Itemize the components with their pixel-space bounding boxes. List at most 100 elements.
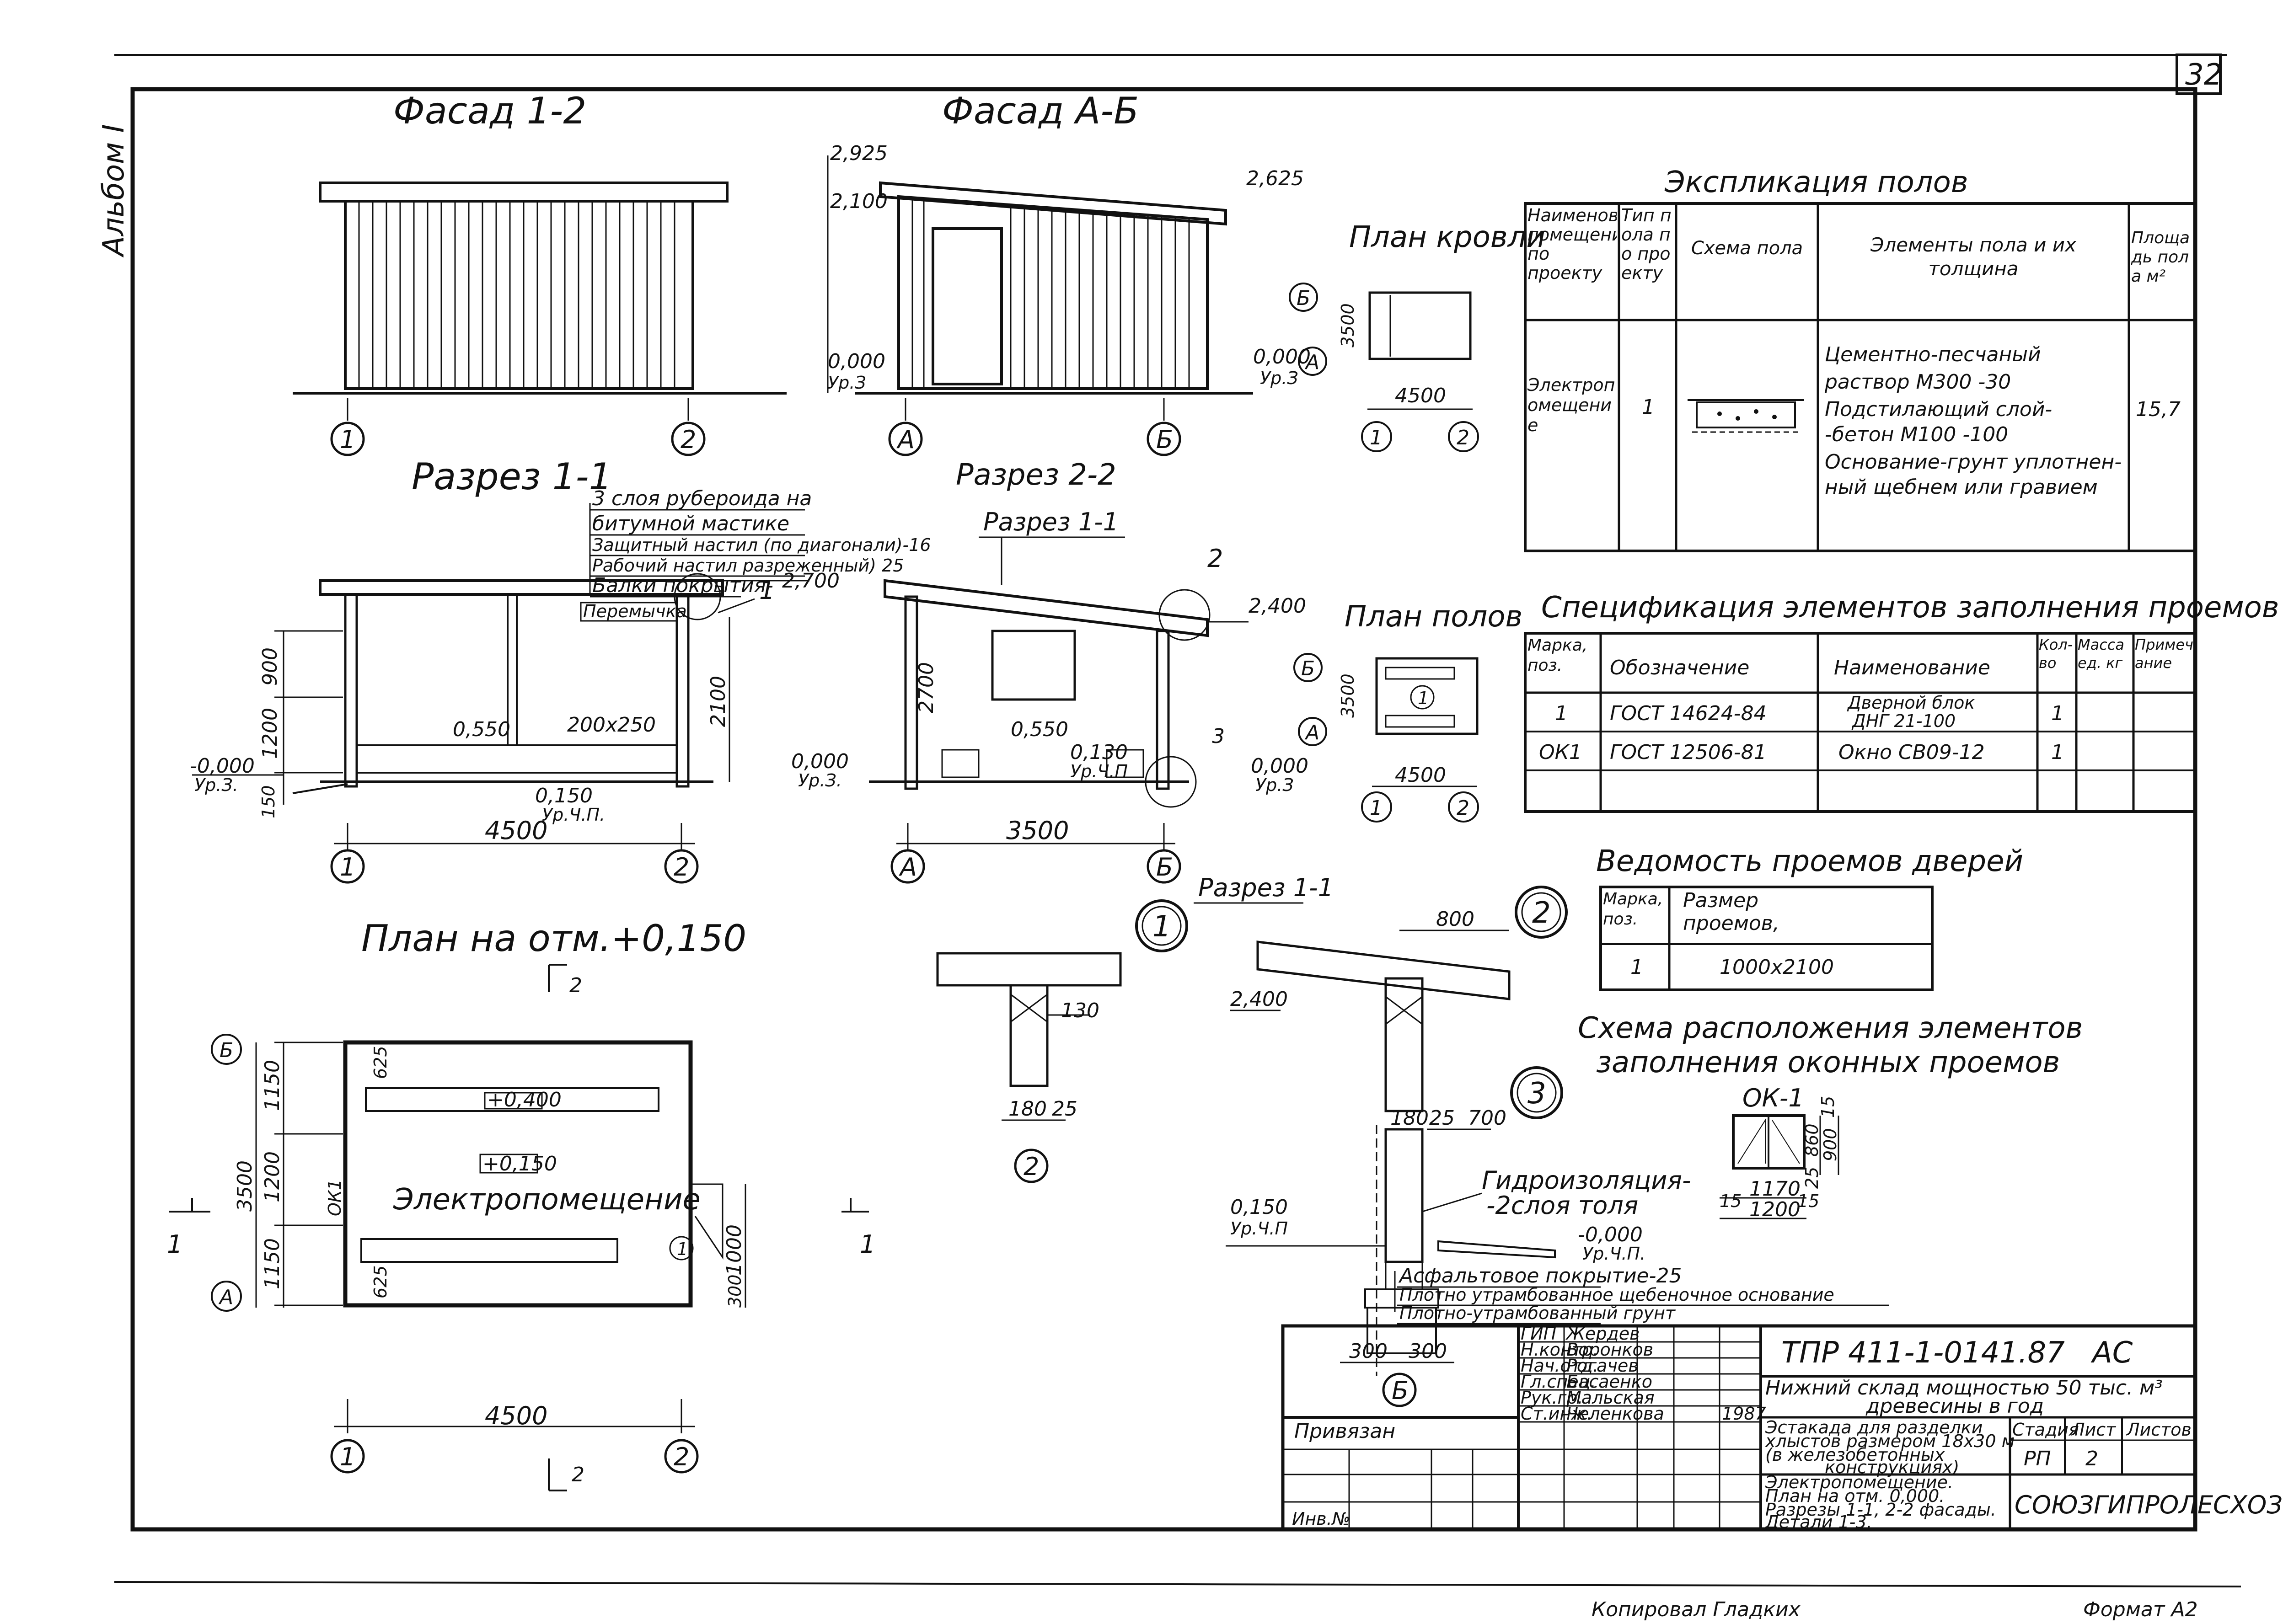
facade-1-2-title: Фасад 1-2 bbox=[393, 90, 586, 132]
detail-1-number: 1 bbox=[1152, 910, 1171, 944]
sec22-mark-urchp: Ур.Ч.П bbox=[1070, 761, 1128, 781]
tb-sheet-title-3: Детали 1-3. bbox=[1764, 1512, 1872, 1532]
layer-1: битумной мастике bbox=[592, 512, 789, 535]
floor-plan: План полов 1 Б А 3500 4500 1 2 bbox=[1293, 600, 1522, 823]
win-dim-15b: 15 bbox=[1720, 1191, 1742, 1211]
section-2-2-title: Разрез 2-2 bbox=[956, 458, 1116, 492]
detail-3-number: 3 bbox=[1527, 1077, 1546, 1111]
sheet-format: Формат А2 bbox=[2083, 1598, 2198, 1621]
sec22-mark-2400: 2,400 bbox=[1249, 594, 1306, 618]
floor-table-title: Экспликация полов bbox=[1664, 166, 1968, 199]
floor-row-el-5: ный щебнем или гравием bbox=[1825, 475, 2098, 499]
plan-dim-300: 300 bbox=[725, 1274, 745, 1308]
tb-staff-0-role: ГИП bbox=[1521, 1324, 1556, 1344]
sec22-mark-0130: 0,130 bbox=[1070, 741, 1128, 764]
detail-1-dim-130: 130 bbox=[1061, 999, 1099, 1022]
win-dim-25: 25 bbox=[1802, 1167, 1822, 1189]
tb-staff-5-name: Челенкова bbox=[1566, 1404, 1664, 1424]
tb-year: 1987 bbox=[1722, 1404, 1766, 1424]
door-row-mark: 1 bbox=[1630, 956, 1643, 979]
facade-a-b-siding bbox=[911, 199, 1190, 389]
plan-room-label: Электропомещение bbox=[393, 1183, 701, 1217]
detail-3-layer-2: Плотно-утрамбованный грунт bbox=[1399, 1303, 1676, 1323]
title-block: ГИП Жердев Н.контр. Воронков Нач.отд. Ро… bbox=[1281, 1324, 2283, 1532]
sec22-dim-2700: 2700 bbox=[915, 662, 938, 713]
floor-plan-mark: 1 bbox=[1418, 688, 1429, 708]
sec22-mark-0550: 0,550 bbox=[1011, 718, 1068, 741]
tb-inv: Инв.№ bbox=[1292, 1509, 1350, 1529]
plan-section-mark-top: 2 bbox=[569, 974, 582, 997]
spec-header-qty: Кол-во bbox=[2039, 636, 2073, 672]
tb-sheet-label: Лист bbox=[2071, 1420, 2117, 1440]
sec11-axis-2: 2 bbox=[674, 853, 689, 881]
tb-staff-2-name: Рогачев bbox=[1566, 1356, 1639, 1376]
floor-row-el-4: Основание-грунт уплотнен- bbox=[1825, 450, 2122, 474]
door-header-mark: Марка, поз. bbox=[1603, 890, 1663, 929]
section-2-2-callout-2: 2 bbox=[1207, 544, 1223, 573]
sheet-number: 32 bbox=[2185, 58, 2222, 92]
detail-2-mark-2400: 2,400 bbox=[1230, 988, 1288, 1011]
spec-row1-qty: 1 bbox=[2051, 702, 2064, 725]
floor-header-type: Тип пола по проекту bbox=[1621, 206, 1672, 283]
detail-2: Разрез 1-1 2 800 2,400 bbox=[1194, 873, 1568, 1112]
roof-plan: План кровли Б А 3500 4500 1 2 bbox=[1289, 220, 1545, 452]
floor-header-name: Наименование помещения по проекту bbox=[1527, 206, 1617, 283]
sec11-dim-2100: 2100 bbox=[707, 676, 730, 727]
floor-row-type: 1 bbox=[1642, 395, 1655, 419]
copied-by: Копировал Гладких bbox=[1592, 1598, 1801, 1621]
sec11-mark-urchp: Ур.Ч.П. bbox=[542, 805, 605, 825]
sec22-mark-0000-right: 0,000 bbox=[1251, 754, 1308, 778]
mark-2925: 2,925 bbox=[830, 142, 888, 165]
floor-axis-1: 1 bbox=[1370, 796, 1383, 820]
floor-row-el-2: Подстилающий слой- bbox=[1825, 398, 2052, 421]
tb-object-2: (в железобетонных bbox=[1765, 1445, 1945, 1465]
mark-2700: 2,700 bbox=[782, 569, 840, 593]
facade-a-b-axis-b: Б bbox=[1156, 425, 1173, 454]
plan-dim-625-bot: 625 bbox=[370, 1265, 391, 1298]
purlin-label: Перемычка bbox=[583, 601, 687, 621]
spec-row1-doc: ГОСТ 14624-84 bbox=[1610, 702, 1767, 725]
door-table: Ведомость проемов дверей Марка, поз. Раз… bbox=[1596, 844, 2023, 991]
detail-2-dim-800: 800 bbox=[1436, 908, 1474, 931]
plan-axis-b: Б bbox=[220, 1039, 233, 1062]
facade-a-b-title: Фасад А-Б bbox=[942, 90, 1139, 132]
detail-3-hydro-0: Гидроизоляция- bbox=[1482, 1166, 1691, 1195]
win-dim-1170: 1170 bbox=[1749, 1177, 1801, 1201]
tb-staff-5-role: Ст.инж. bbox=[1521, 1404, 1592, 1424]
mark-ur3-left: Ур.З bbox=[828, 373, 866, 393]
detail-3-dim-300b: 300 bbox=[1409, 1340, 1447, 1363]
mark-0000-left: 0,000 bbox=[828, 350, 885, 373]
facade-1-2-axis-2: 2 bbox=[681, 425, 696, 454]
tb-code: ТПР 411-1-0141.87 bbox=[1781, 1336, 2065, 1370]
layer-0: 3 слоя рубероида на bbox=[592, 487, 812, 510]
spec-table: Спецификация элементов заполнения проемо… bbox=[1524, 591, 2279, 813]
sec11-dim-4500: 4500 bbox=[485, 816, 547, 845]
plan-dim-1150-top: 1150 bbox=[261, 1060, 284, 1111]
window-scheme-label: ОК-1 bbox=[1742, 1084, 1804, 1112]
plan-section-mark-left: 1 bbox=[167, 1230, 182, 1259]
tb-staff-4-name: Мальская bbox=[1566, 1388, 1655, 1408]
tb-staff-1-name: Воронков bbox=[1566, 1340, 1653, 1360]
win-dim-1200: 1200 bbox=[1749, 1198, 1801, 1221]
section-2-2-ref: Разрез 1-1 bbox=[983, 508, 1119, 536]
plan-axis-2: 2 bbox=[674, 1442, 689, 1471]
tb-object-0: Эстакада для разделки bbox=[1765, 1417, 1983, 1437]
plan-section-mark-right: 1 bbox=[860, 1230, 875, 1259]
tb-bound: Привязан bbox=[1294, 1420, 1395, 1443]
facade-1-2: Фасад 1-2 1 2 bbox=[293, 90, 787, 456]
tb-staff-2-role: Нач.отд. bbox=[1521, 1356, 1598, 1376]
tb-staff-1-role: Н.контр. bbox=[1521, 1340, 1598, 1360]
tb-stage: РП bbox=[2024, 1447, 2051, 1470]
mark-2625: 2,625 bbox=[1246, 167, 1304, 190]
album-label: Альбом I bbox=[97, 124, 131, 258]
door-table-title: Ведомость проемов дверей bbox=[1596, 844, 2023, 878]
detail-2-number: 2 bbox=[1532, 896, 1551, 930]
tb-sheet-title-0: Электропомещение. bbox=[1765, 1472, 1953, 1492]
detail-3-mark-0000: -0,000 bbox=[1578, 1223, 1643, 1246]
floor-row-area: 15,7 bbox=[2136, 398, 2181, 421]
tb-object-3: конструкциях) bbox=[1825, 1457, 1959, 1477]
facade-a-b-axis-a: А bbox=[896, 425, 915, 454]
floor-row-el-3: -бетон М100 -100 bbox=[1825, 423, 2008, 446]
spec-header-mark: Марка, поз. bbox=[1527, 636, 1588, 675]
sec11-mark-ur3: Ур.З. bbox=[194, 775, 238, 795]
